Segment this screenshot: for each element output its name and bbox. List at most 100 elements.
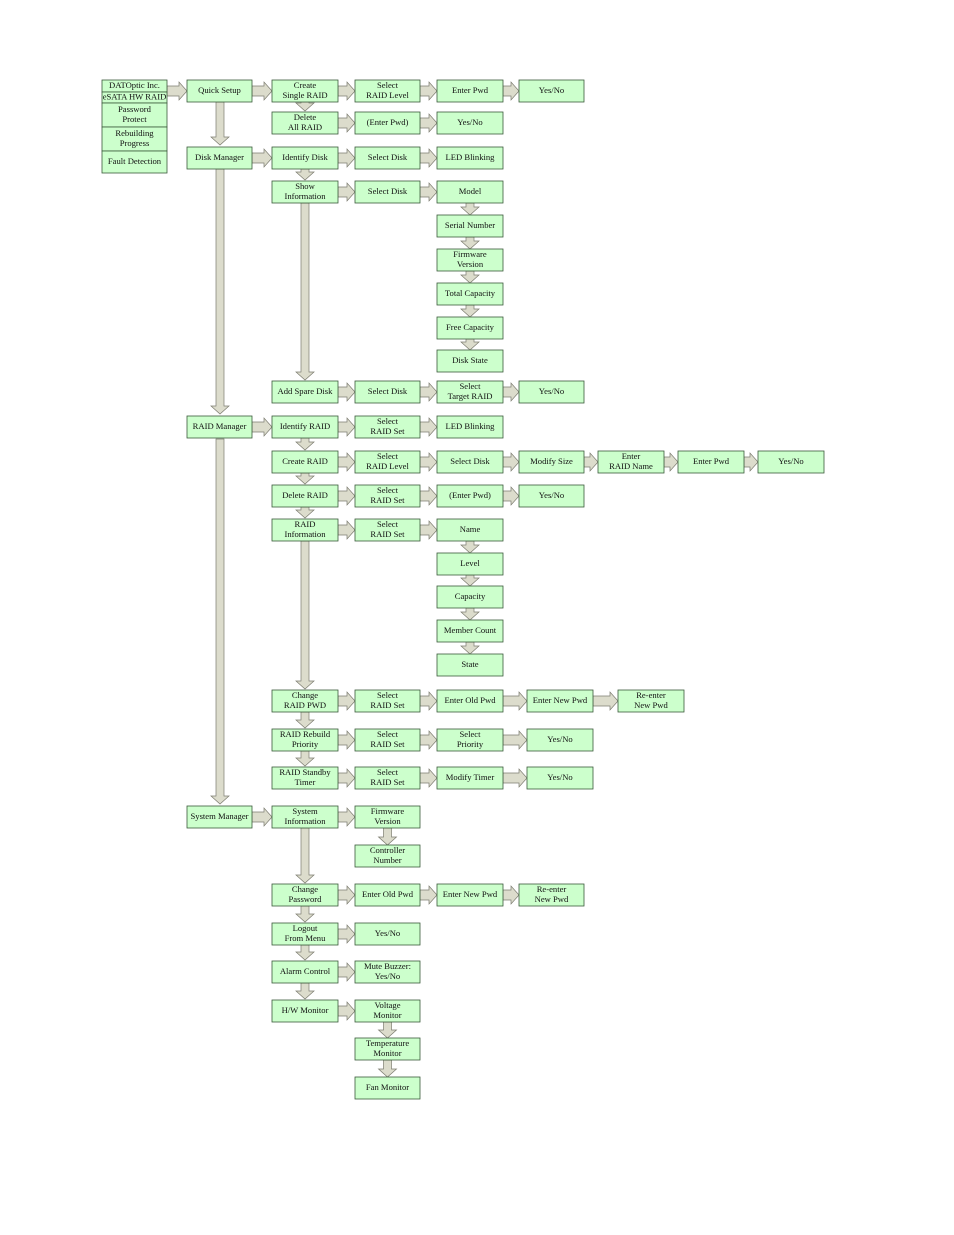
add-spare-disk-arrow-3-icon: [502, 382, 520, 402]
identify-disk-arrow-2-icon: [419, 148, 438, 168]
hw-monitor-node: H/W Monitor: [271, 999, 339, 1023]
identify-disk-arrow-1-icon: [337, 148, 356, 168]
svg-text:eSATA HW RAID: eSATA HW RAID: [103, 91, 167, 101]
svg-text:Rebuilding: Rebuilding: [115, 128, 154, 138]
raid-manager-arrow-icon: [251, 417, 273, 437]
name-node: Name: [436, 518, 504, 542]
svg-text:Version: Version: [374, 816, 401, 826]
add-spare-disk-node: Add Spare Disk: [271, 380, 339, 404]
svg-text:LED Blinking: LED Blinking: [446, 152, 496, 162]
svg-text:Protect: Protect: [122, 114, 147, 124]
product-label: eSATA HW RAID: [101, 91, 168, 104]
enter-old-pwd-node: Enter Old Pwd: [436, 689, 504, 713]
delete-raid-node: Delete RAID: [271, 484, 339, 508]
raid-information-arrow-2-icon: [419, 520, 438, 540]
quick-setup-down-arrow-icon: [295, 101, 315, 112]
disk-info-down-arrow-icon: [460, 338, 480, 351]
svg-text:Show: Show: [295, 181, 315, 191]
svg-text:Select: Select: [377, 690, 399, 700]
system-manager-arrow-icon: [251, 807, 273, 827]
alarm-control-node: Alarm Control: [271, 960, 339, 984]
enter-new-pwd-node: Enter New Pwd: [526, 689, 594, 713]
disk-info-down-arrow-icon: [460, 270, 480, 284]
menu-disk-manager: Disk Manager: [186, 146, 253, 170]
enter-pwd-node: Enter Pwd: [436, 79, 504, 103]
svg-text:Delete: Delete: [294, 112, 317, 122]
svg-text:Information: Information: [284, 529, 326, 539]
disk-manager-arrow-icon: [251, 148, 273, 168]
svg-text:Timer: Timer: [295, 777, 316, 787]
svg-text:Enter Old Pwd: Enter Old Pwd: [444, 695, 496, 705]
svg-text:Member Count: Member Count: [444, 625, 497, 635]
create-raid-arrow-4-icon: [583, 452, 599, 472]
svg-text:Enter: Enter: [622, 451, 641, 461]
header-to-quick-setup-arrow-icon: [166, 81, 188, 101]
modify-timer-node: Modify Timer: [436, 766, 504, 790]
svg-text:Select: Select: [377, 767, 399, 777]
delete-raid-arrow-1-icon: [337, 486, 356, 506]
yes-no-node: Yes/No: [518, 79, 585, 103]
system-information-arrow-1-icon: [337, 807, 356, 827]
yes-no-node: Yes/No: [526, 766, 594, 790]
system-info-to-change-password-arrow-icon: [295, 827, 315, 884]
svg-text:Priority: Priority: [292, 739, 319, 749]
yes-no-node: Yes/No: [518, 380, 585, 404]
temperature-to-fan-arrow-icon: [377, 1059, 398, 1078]
svg-text:Select: Select: [377, 416, 399, 426]
change-raid-pwd-arrow-4-icon: [592, 691, 619, 711]
svg-text:Fan Monitor: Fan Monitor: [366, 1082, 409, 1092]
raid-info-down-arrow-icon: [460, 574, 480, 587]
svg-text:New Pwd: New Pwd: [535, 894, 569, 904]
delete-all-raid-arrow-2-icon: [419, 113, 438, 133]
rebuild-priority-arrow-3-icon: [502, 730, 528, 750]
change-raid-pwd-arrow-1-icon: [337, 691, 356, 711]
svg-text:RAID Rebuild: RAID Rebuild: [280, 729, 331, 739]
svg-text:System: System: [292, 806, 318, 816]
svg-text:Change: Change: [292, 690, 318, 700]
svg-text:RAID: RAID: [294, 519, 315, 529]
show-information-arrow-1-icon: [337, 182, 356, 202]
add-spare-disk-arrow-2-icon: [419, 382, 438, 402]
svg-text:Logout: Logout: [293, 923, 318, 933]
svg-text:New Pwd: New Pwd: [634, 700, 668, 710]
svg-text:Model: Model: [459, 186, 482, 196]
yes-no-node: Yes/No: [436, 111, 504, 135]
enter-pwd-optional-node: (Enter Pwd): [354, 111, 421, 135]
svg-text:Select: Select: [377, 519, 399, 529]
svg-text:State: State: [461, 659, 478, 669]
create-to-delete-arrow-icon: [295, 472, 315, 485]
svg-text:RAID Set: RAID Set: [370, 777, 405, 787]
svg-text:Select Disk: Select Disk: [368, 386, 408, 396]
free-capacity-node: Free Capacity: [436, 316, 504, 340]
delete-to-info-arrow-icon: [295, 506, 315, 519]
svg-text:Disk Manager: Disk Manager: [195, 152, 244, 162]
svg-text:Yes/No: Yes/No: [539, 490, 564, 500]
svg-text:RAID PWD: RAID PWD: [284, 700, 326, 710]
level-node: Level: [436, 552, 504, 576]
rebuild-priority-arrow-1-icon: [337, 730, 356, 750]
svg-text:System Manager: System Manager: [191, 811, 249, 821]
select-disk-node: Select Disk: [354, 180, 421, 204]
svg-text:Information: Information: [284, 191, 326, 201]
change-password-to-logout-arrow-icon: [295, 905, 315, 923]
fan-monitor-node: Fan Monitor: [354, 1076, 421, 1100]
svg-text:Yes/No: Yes/No: [457, 117, 482, 127]
svg-text:Yes/No: Yes/No: [375, 928, 400, 938]
svg-text:Enter Old Pwd: Enter Old Pwd: [362, 889, 414, 899]
member-count-node: Member Count: [436, 619, 504, 643]
svg-text:Change: Change: [292, 884, 318, 894]
raid-manager-down-arrow-icon: [295, 437, 315, 451]
svg-text:Number: Number: [373, 855, 401, 865]
svg-text:All RAID: All RAID: [288, 122, 322, 132]
logout-to-alarm-arrow-icon: [295, 944, 315, 961]
svg-text:RAID Set: RAID Set: [370, 739, 405, 749]
raid-information-arrow-1-icon: [337, 520, 356, 540]
serial-number-node: Serial Number: [436, 214, 504, 238]
